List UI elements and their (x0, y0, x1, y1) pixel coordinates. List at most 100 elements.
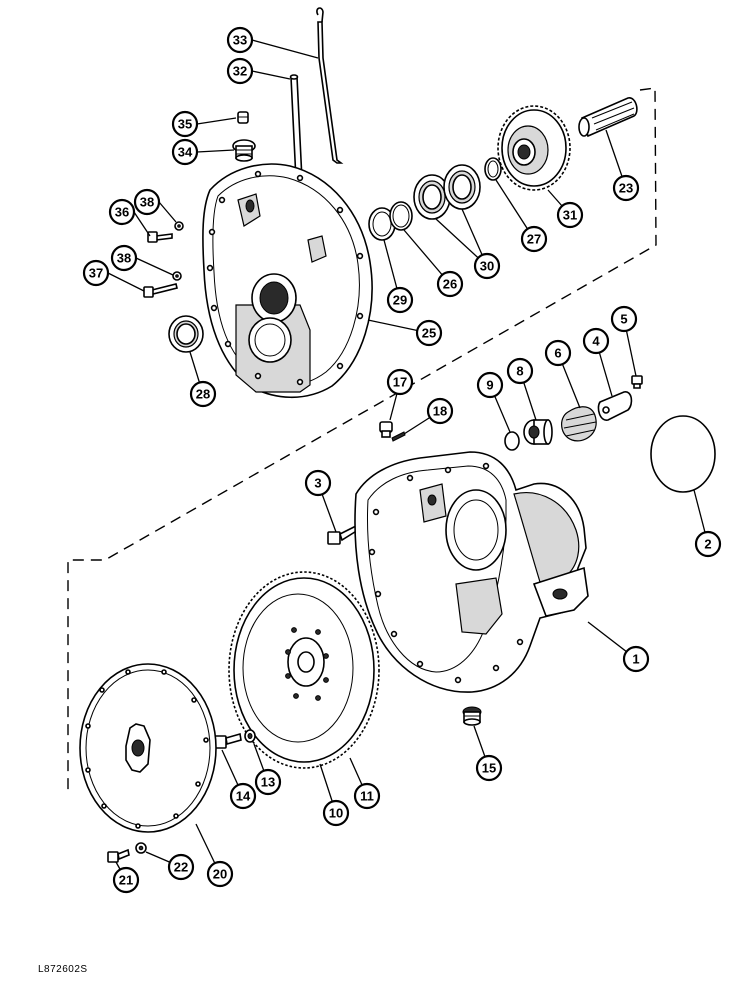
callout-4: 4 (582, 327, 610, 355)
callout-36: 36 (108, 198, 136, 226)
drive-plate (79, 663, 217, 833)
callout-20: 20 (206, 860, 234, 888)
flywheel (228, 571, 380, 769)
callout-8: 8 (506, 357, 534, 385)
callout-15: 15 (475, 754, 503, 782)
flywheel-housing (354, 451, 589, 693)
cover-plate-4 (597, 391, 633, 421)
washer-22 (135, 842, 147, 854)
svg-text:28: 28 (196, 387, 210, 402)
callout-32: 32 (226, 57, 254, 85)
callout-1: 1 (622, 645, 650, 673)
washer-13 (244, 729, 256, 743)
svg-text:18: 18 (433, 404, 447, 419)
callout-22: 22 (167, 853, 195, 881)
svg-text:17: 17 (393, 375, 407, 390)
callout-9: 9 (476, 371, 504, 399)
washer-38-lower (172, 271, 182, 281)
svg-text:26: 26 (443, 277, 457, 292)
svg-text:2: 2 (704, 537, 711, 552)
svg-text:34: 34 (178, 145, 193, 160)
svg-text:1: 1 (632, 652, 639, 667)
svg-text:23: 23 (619, 181, 633, 196)
svg-text:35: 35 (178, 117, 192, 132)
callout-21: 21 (112, 866, 140, 894)
callout-31: 31 (556, 201, 584, 229)
splined-shaft (578, 97, 638, 138)
callout-14: 14 (229, 782, 257, 810)
strainer-screen (561, 406, 597, 442)
svg-text:14: 14 (236, 789, 251, 804)
callout-33: 33 (226, 26, 254, 54)
svg-text:4: 4 (592, 334, 600, 349)
callout-10: 10 (322, 799, 350, 827)
svg-text:30: 30 (480, 259, 494, 274)
bolt-14 (213, 732, 242, 749)
bolt-3 (327, 524, 360, 545)
svg-text:21: 21 (119, 873, 133, 888)
svg-text:20: 20 (213, 867, 227, 882)
svg-text:6: 6 (554, 346, 561, 361)
dipstick-tube (289, 74, 303, 181)
callout-3: 3 (304, 469, 332, 497)
seal-18 (391, 431, 406, 442)
callout-2: 2 (694, 530, 722, 558)
callout-38-lower: 38 (110, 244, 138, 272)
callout-23: 23 (612, 174, 640, 202)
plug-35 (237, 111, 249, 124)
bearing-30-b (443, 164, 481, 210)
bolt-37 (143, 283, 178, 298)
svg-text:27: 27 (527, 232, 541, 247)
assembly-alignment-lines (67, 87, 657, 790)
timing-cover-plate (202, 163, 373, 399)
bolt-5 (631, 375, 643, 389)
svg-text:38: 38 (117, 251, 131, 266)
svg-text:3: 3 (314, 476, 321, 491)
svg-text:8: 8 (516, 364, 523, 379)
svg-text:11: 11 (360, 789, 374, 804)
svg-text:5: 5 (620, 312, 627, 327)
callout-17: 17 (386, 368, 414, 396)
callout-34: 34 (171, 138, 199, 166)
svg-text:15: 15 (482, 761, 496, 776)
snap-ring-26 (389, 201, 413, 231)
callout-29: 29 (386, 286, 414, 314)
seal-28 (168, 315, 204, 353)
svg-text:29: 29 (393, 293, 407, 308)
svg-text:25: 25 (422, 326, 436, 341)
callout-38-upper: 38 (133, 188, 161, 216)
svg-text:22: 22 (174, 860, 188, 875)
idler-gear (497, 105, 571, 191)
o-ring-large (650, 415, 716, 493)
bolt-36 (147, 231, 173, 243)
plug-15 (462, 706, 482, 726)
svg-text:36: 36 (115, 205, 129, 220)
callout-37: 37 (82, 259, 110, 287)
o-ring-9 (504, 431, 520, 451)
callout-5: 5 (610, 305, 638, 333)
svg-text:9: 9 (486, 378, 493, 393)
svg-text:32: 32 (233, 64, 247, 79)
bearing-30-a (413, 174, 451, 220)
svg-text:37: 37 (89, 266, 103, 281)
callout-18: 18 (426, 397, 454, 425)
plug-17 (379, 421, 393, 438)
svg-text:31: 31 (563, 208, 577, 223)
callout-13: 13 (254, 768, 282, 796)
drawing-reference-code: L872602S (38, 964, 88, 975)
callout-6: 6 (544, 339, 572, 367)
washer-38-upper (174, 221, 184, 231)
svg-text:13: 13 (261, 775, 275, 790)
svg-text:38: 38 (140, 195, 154, 210)
callout-11: 11 (353, 782, 381, 810)
callout-35: 35 (171, 110, 199, 138)
dipstick (316, 7, 344, 164)
callout-26: 26 (436, 270, 464, 298)
snap-ring-29 (368, 207, 396, 241)
snap-ring-27 (484, 157, 502, 181)
plug-34 (232, 139, 256, 162)
callout-30: 30 (473, 252, 501, 280)
svg-text:10: 10 (329, 806, 343, 821)
callout-27: 27 (520, 225, 548, 253)
